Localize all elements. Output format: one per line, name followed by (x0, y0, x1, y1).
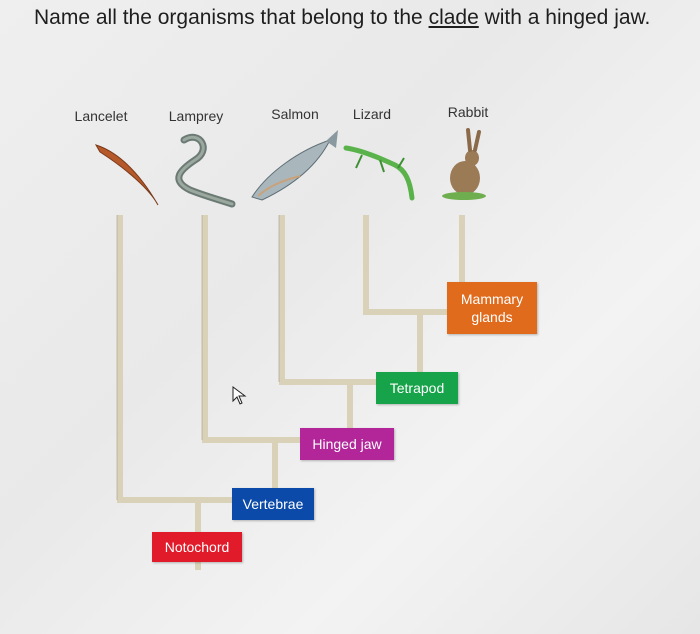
salmon-image (251, 130, 338, 201)
question-before: Name all the organisms that belong to th… (34, 6, 429, 29)
question-text: Name all the organisms that belong to th… (34, 6, 694, 30)
label-lamprey: Lamprey (168, 108, 224, 124)
lizard-image (343, 145, 415, 201)
trait-hinged-jaw: Hinged jaw (300, 428, 394, 460)
trait-notochord: Notochord (152, 532, 242, 562)
question-after: with a hinged jaw. (478, 6, 651, 29)
trait-tetrapod: Tetrapod (376, 372, 458, 404)
clade-link[interactable]: clade (428, 6, 479, 29)
trait-mammary-glands: Mammary glands (447, 282, 537, 334)
label-lancelet: Lancelet (74, 108, 128, 124)
rabbit-image (442, 128, 486, 200)
label-rabbit: Rabbit (447, 104, 489, 120)
label-lizard: Lizard (352, 106, 392, 122)
lancelet-image (94, 144, 159, 206)
lamprey-image (175, 134, 236, 208)
trait-vertebrae: Vertebrae (232, 488, 314, 520)
mouse-cursor-icon (232, 386, 247, 405)
label-salmon: Salmon (271, 106, 319, 122)
